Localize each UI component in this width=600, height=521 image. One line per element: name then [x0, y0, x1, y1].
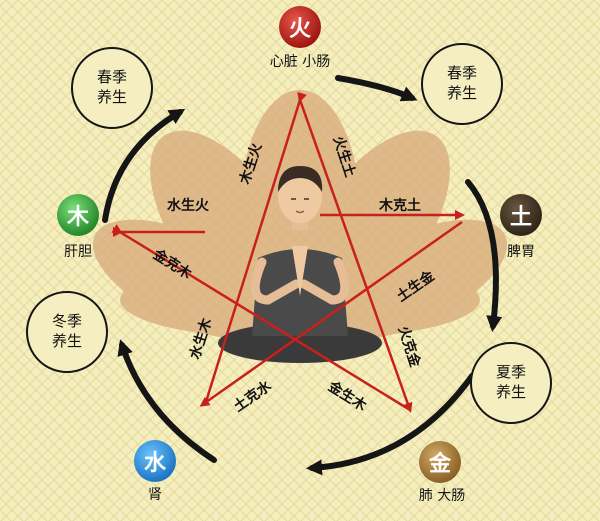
season-circle-top-left: 春季 养生 [71, 47, 153, 129]
arrow-earth-to-summer [465, 179, 503, 332]
arrow-fire-to-metal [298, 99, 413, 413]
element-char: 火 [289, 17, 311, 42]
arrow-metal-to-water [306, 373, 475, 476]
season-label: 冬季 [52, 312, 82, 330]
element-node-wood: 木 肝胆 [57, 194, 99, 260]
element-organs: 脾胃 [507, 244, 535, 260]
season-label: 养生 [52, 332, 82, 350]
season-circle-left: 冬季 养生 [26, 291, 108, 373]
arrow-fire-to-spring-right [335, 75, 418, 102]
meditating-figure [218, 166, 382, 363]
arrow-fire-to-water [203, 91, 307, 406]
pentagram-arrows [111, 91, 465, 413]
arrow-metal-to-wood [111, 224, 411, 412]
relation-label: 水生火 [167, 197, 210, 214]
season-circle-top-right: 春季 养生 [421, 43, 503, 125]
element-node-metal: 金 肺 大肠 [419, 441, 465, 504]
element-node-fire: 火 心脏 小肠 [270, 6, 330, 70]
element-organs: 肺 大肠 [419, 488, 465, 504]
element-node-earth: 土 脾胃 [500, 194, 542, 260]
cycle-arrows [102, 75, 503, 476]
arrow-earth-to-water [199, 220, 463, 407]
season-label: 养生 [97, 88, 127, 106]
element-organs: 心脏 小肠 [270, 54, 330, 70]
element-char: 水 [144, 451, 167, 476]
arrow-water-to-winter [117, 339, 217, 463]
element-node-water: 水 肾 [134, 440, 176, 503]
season-label: 春季 [447, 64, 477, 82]
element-organs: 肾 [148, 487, 162, 503]
relation-label: 木克土 [378, 197, 421, 214]
element-char: 木 [66, 205, 90, 230]
season-circle-right: 夏季 养生 [470, 342, 552, 424]
season-label: 夏季 [496, 363, 526, 381]
element-char: 金 [428, 451, 452, 477]
arrow-wood-to-spring-left [102, 108, 186, 223]
season-label: 养生 [496, 383, 526, 401]
element-organs: 肝胆 [64, 244, 92, 260]
season-label: 春季 [97, 68, 127, 86]
element-char: 土 [510, 205, 532, 230]
season-label: 养生 [447, 84, 477, 102]
